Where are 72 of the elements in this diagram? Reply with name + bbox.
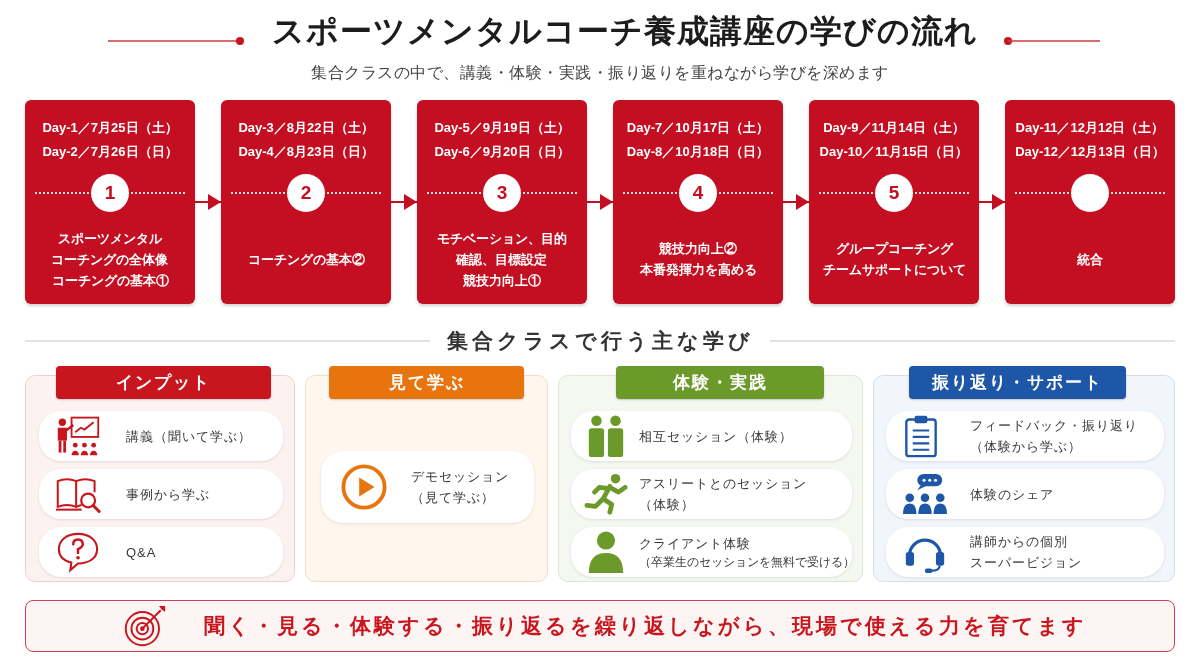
topic-text: 競技力向上② [659,240,737,258]
item-text: 事例から学ぶ [126,485,210,504]
date-text: Day-8／10月18日（日） [626,143,770,161]
topic-text: グループコーチング [835,240,953,258]
learning-item [39,527,283,577]
step-number: 4 [679,174,717,212]
item-text: アスリートとのセッション [639,475,807,493]
learning-item [571,411,852,461]
category-heading: インプット [56,366,271,399]
topic-text: コーチングの基本② [247,250,365,269]
date-text: Day-10／11月15日（日） [819,143,969,161]
learning-item [571,527,852,577]
session-card [1005,100,1175,304]
learning-item [571,469,852,519]
learning-item [886,469,1164,519]
topic-text: 統合 [1077,250,1103,269]
step-number [1071,174,1109,212]
step-number: 2 [287,174,325,212]
topic-text: スポーツメンタルコーチングの全体像 [50,229,170,269]
arrow [782,194,810,210]
arrow [978,194,1006,210]
item-note: （体験） [639,496,695,514]
item-note: （体験から学ぶ） [970,438,1082,456]
item-text: デモセッション [411,468,509,486]
item-text: フィードバック・振り返り [970,417,1138,435]
arrow [194,194,222,210]
item-text: 講義（聞いて学ぶ） [126,427,252,446]
learning-item [39,469,283,519]
date-text: Day-3／8月22日（土） [238,119,374,137]
item-text: Q&A [126,543,157,562]
topic-text: 競技力向上① [463,271,541,290]
date-text: Day-4／8月23日（日） [238,143,374,161]
item-text: 相互セッション（体験） [639,427,793,446]
date-text: Day-6／9月20日（日） [434,143,570,161]
summary-text: 聞く・見る・体験する・振り返るを繰り返しながら、現場で使える力を育てます [204,613,1087,640]
category-heading: 体験・実践 [616,366,824,399]
item-text: 体験のシェア [970,485,1054,504]
topic-text: コーチングの基本① [51,271,169,290]
date-text: Day-2／7月26日（日） [42,143,178,161]
arrow [390,194,418,210]
step-number: 5 [875,174,913,212]
learning-item [39,411,283,461]
topic-text: 本番発揮力を高める [639,261,757,279]
item-note: （見て学ぶ） [411,489,495,507]
item-text: 講師からの個別スーパービジョン [970,533,1083,572]
summary-banner [25,600,1175,652]
subtitle: 集合クラスの中で、講義・体験・実践・振り返りを重ねながら学びを深めます [311,62,889,83]
step-number: 1 [91,174,129,212]
session-card [25,100,195,304]
step-number: 3 [483,174,521,212]
session-card [809,100,979,304]
date-text: Day-12／12月13日（日） [1015,143,1165,161]
date-text: Day-5／9月19日（土） [434,119,570,137]
arrow [586,194,614,210]
learning-item [321,451,534,523]
learning-item [886,411,1164,461]
item-note: （卒業生のセッションを無料で受ける） [639,555,855,570]
title: スポーツメンタルコーチ養成講座の学びの流れ [272,12,978,51]
item-text: クライアント体験 [639,535,751,553]
topic-text: チームサポートについて [822,261,966,279]
date-text: Day-11／12月12日（土） [1015,119,1165,137]
category-heading: 見て学ぶ [329,366,524,399]
session-card [613,100,783,304]
learning-item [886,527,1164,577]
session-card [221,100,391,304]
topic-text: モチベーション、目的確認、目標設定 [436,229,568,269]
section-heading: 集合クラスで行う主な学び [446,328,754,355]
date-text: Day-9／11月14日（土） [823,119,965,137]
date-text: Day-1／7月25日（土） [42,119,178,137]
category-heading: 振り返り・サポート [909,366,1126,399]
date-text: Day-7／10月17日（土） [626,119,770,137]
session-card [417,100,587,304]
